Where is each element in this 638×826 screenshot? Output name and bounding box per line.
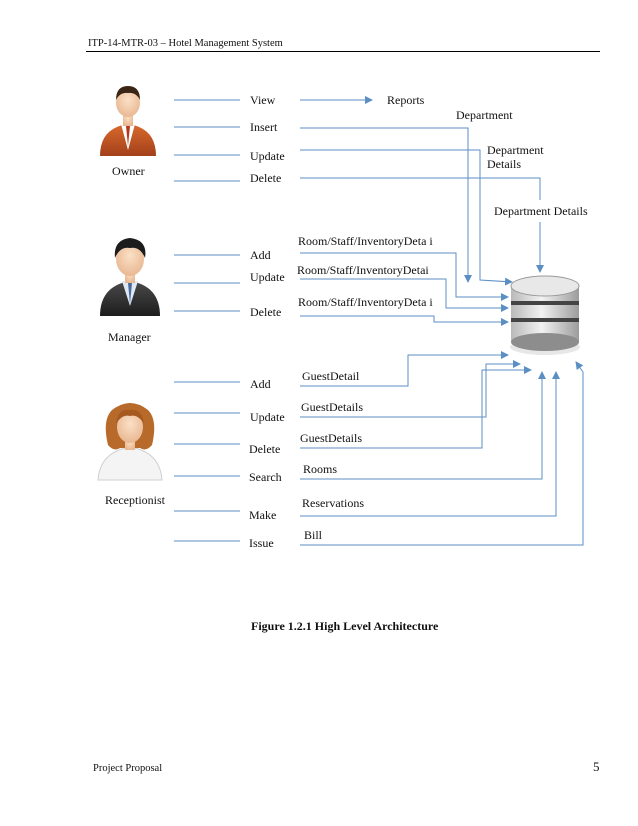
footer-label: Project Proposal [93, 763, 163, 774]
database-icon [510, 275, 580, 355]
owner-label: Owner [112, 164, 145, 178]
owner-action-view: View [250, 93, 276, 107]
manager-label: Manager [108, 330, 151, 344]
owner-avatar-icon [100, 86, 156, 156]
flow-connectors [300, 96, 584, 546]
figure-caption: Figure 1.2.1 High Level Architecture [251, 619, 439, 633]
manager-action-delete: Delete [250, 305, 282, 319]
owner-action-delete: Delete [250, 171, 282, 185]
page-number: 5 [593, 759, 600, 774]
receptionist-action-issue: Issue [249, 536, 274, 550]
receptionist-action-update: Update [250, 410, 285, 424]
owner-action-insert: Insert [250, 120, 278, 134]
manager-action-add: Add [250, 248, 271, 262]
header-rule [86, 51, 600, 52]
flow-label-department: Department [456, 108, 513, 122]
flow-label-rooms: Rooms [303, 462, 338, 476]
receptionist-action-search: Search [249, 470, 282, 484]
receptionist-action-add: Add [250, 377, 271, 391]
flow-label-department-details-2: Department Details [494, 204, 588, 218]
flow-label-guest-details-delete: GuestDetails [300, 431, 362, 445]
owner-action-update: Update [250, 149, 285, 163]
actor-action-lines [174, 99, 240, 542]
receptionist-label: Receptionist [105, 493, 165, 507]
receptionist-avatar-icon [97, 403, 163, 481]
flow-label-reservations: Reservations [302, 496, 364, 510]
manager-action-update: Update [250, 270, 285, 284]
flow-label-manager-delete: Room/Staff/InventoryDeta i [298, 295, 433, 309]
flow-label-guest-details-update: GuestDetails [301, 400, 363, 414]
receptionist-action-make: Make [249, 508, 277, 522]
header-title: ITP-14-MTR-03 – Hotel Management System [88, 38, 283, 49]
flow-label-reports: Reports [387, 93, 425, 107]
flow-label-bill: Bill [304, 528, 323, 542]
flow-label-manager-update: Room/Staff/InventoryDetai [297, 263, 429, 277]
receptionist-action-delete: Delete [249, 442, 281, 456]
manager-avatar-icon [100, 238, 160, 316]
flow-label-manager-add: Room/Staff/InventoryDeta i [298, 234, 433, 248]
flow-label-department-details-1: Department Details [487, 143, 544, 171]
flow-label-guest-detail: GuestDetail [302, 369, 360, 383]
